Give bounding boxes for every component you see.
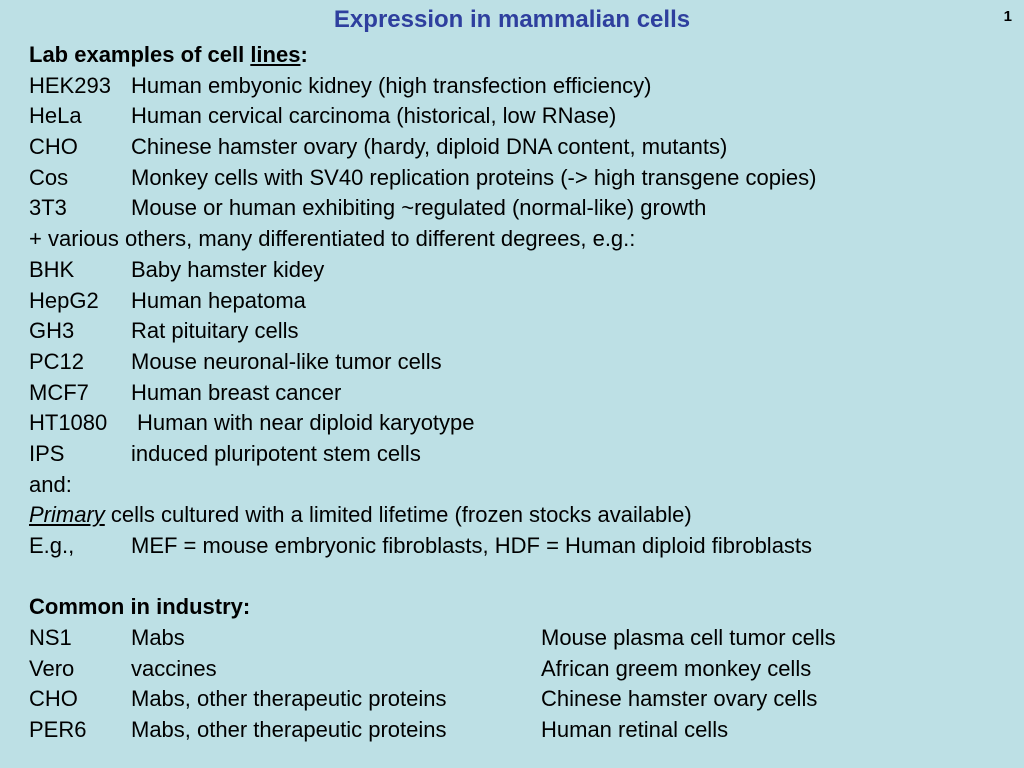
industry-use: Mabs, other therapeutic proteins [131,717,447,743]
cell-line-name: BHK [29,256,75,282]
cell-line-name: Cos [29,164,69,190]
industry-row: PER6 Mabs, other therapeutic proteins Hu… [29,715,728,746]
cell-line-name: PC12 [29,348,85,374]
cell-line-row: BHK Baby hamster kidey [29,255,692,286]
cell-line-desc: induced pluripotent stem cells [131,440,421,466]
cell-line-desc: Human hepatoma [131,287,306,313]
cell-line-row: HeLa Human cervical carcinoma (historica… [29,101,692,132]
cell-line-row: MCF7 Human breast cancer [29,378,692,409]
cell-line-name: MCF7 [29,379,89,405]
industry-row: Vero vaccines African greem monkey cells [29,654,811,685]
primary-emphasis: Primary [29,502,105,528]
industry-name: PER6 [29,717,87,743]
cell-line-row: Cos Monkey cells with SV40 replication p… [29,163,816,194]
industry-name: CHO [29,686,78,712]
blank-line [29,562,692,593]
cell-line-name: HT1080 [29,410,108,436]
cell-line-name: HEK293 [29,72,111,98]
cell-line-name: CHO [29,134,78,160]
primary-line: Primary cells cultured with a limited li… [29,500,692,531]
lab-heading-prefix: Lab examples of cell [29,42,251,67]
eg-text: MEF = mouse embryonic fibroblasts, HDF =… [131,533,813,558]
cell-line-name: HepG2 [29,287,99,313]
lab-heading: Lab examples of cell lines: [29,40,692,71]
cell-line-desc: Monkey cells with SV40 replication prote… [131,164,817,190]
industry-name: Vero [29,655,75,681]
cell-line-row: PC12 Mouse neuronal-like tumor cells [29,347,692,378]
industry-use: Mabs, other therapeutic proteins [131,686,447,712]
industry-use: Mabs [131,625,185,651]
industry-use: vaccines [131,655,217,681]
industry-origin: African greem monkey cells [541,655,812,681]
cell-line-desc: Mouse neuronal-like tumor cells [131,348,442,374]
cell-line-row: IPS induced pluripotent stem cells [29,439,692,470]
cell-line-row: HT1080 Human with near diploid karyotype [29,408,692,439]
cell-line-name: 3T3 [29,195,67,221]
cell-line-row: HEK293 Human embyonic kidney (high trans… [29,71,692,102]
industry-origin: Human retinal cells [541,717,729,743]
cell-line-desc: Human cervical carcinoma (historical, lo… [131,103,617,129]
primary-rest: cells cultured with a limited lifetime (… [104,502,692,528]
eg-label: E.g., [29,533,75,558]
cell-line-row: GH3 Rat pituitary cells [29,316,692,347]
cell-line-name: GH3 [29,318,75,344]
industry-origin: Mouse plasma cell tumor cells [541,625,836,651]
industry-origin: Chinese hamster ovary cells [541,686,818,712]
cell-line-desc: Baby hamster kidey [131,256,325,282]
industry-heading: Common in industry: [29,594,251,620]
cell-line-desc: Human breast cancer [131,379,342,405]
cell-line-desc: Chinese hamster ovary (hardy, diploid DN… [131,134,728,160]
cell-line-desc: Human embyonic kidney (high transfection… [131,72,652,98]
cell-line-row: HepG2 Human hepatoma [29,286,692,317]
cell-line-desc: Mouse or human exhibiting ~regulated (no… [131,195,707,221]
lab-heading-suffix: : [300,42,308,67]
industry-row: NS1 Mabs Mouse plasma cell tumor cells [29,623,836,654]
slide-body: Lab examples of cell lines: HEK293 Human… [29,40,836,746]
various-line: + various others, many differentiated to… [29,226,636,252]
lab-heading-underlined: lines [250,42,301,67]
industry-row: CHO Mabs, other therapeutic proteins Chi… [29,684,817,715]
cell-line-desc: Human with near diploid karyotype [137,410,475,436]
page-number: 1 [1003,8,1012,25]
cell-line-row: CHO Chinese hamster ovary (hardy, diploi… [29,132,727,163]
cell-line-name: IPS [29,440,65,466]
cell-line-row: 3T3 Mouse or human exhibiting ~regulated… [29,193,706,224]
eg-line: E.g., MEF = mouse embryonic fibroblasts,… [29,531,812,562]
cell-line-desc: Rat pituitary cells [131,318,299,344]
and-line: and: [29,471,72,497]
industry-name: NS1 [29,625,72,651]
cell-line-name: HeLa [29,103,82,129]
slide-title: Expression in mammalian cells [333,6,691,33]
